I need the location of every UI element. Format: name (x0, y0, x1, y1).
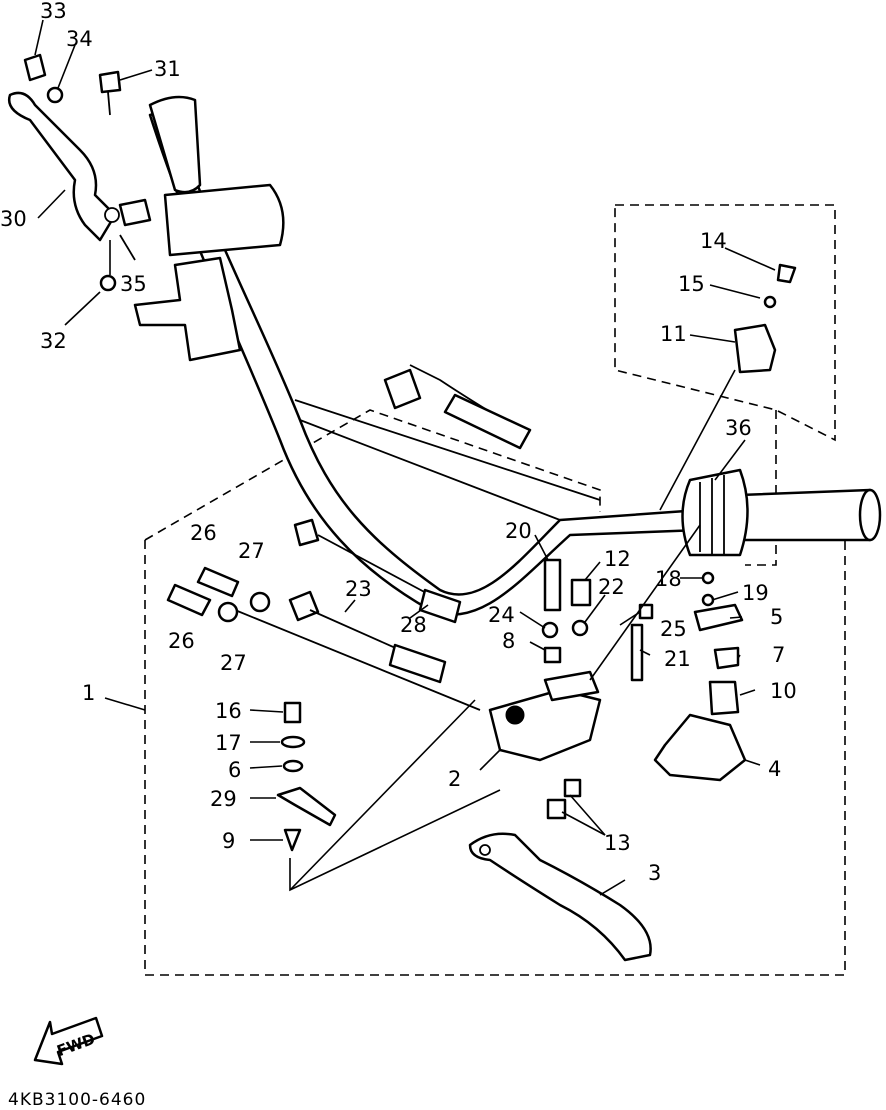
callout-24: 24 (488, 603, 515, 627)
switch-wiring (234, 518, 481, 711)
callout-18: 18 (655, 567, 682, 591)
callout-25: 25 (660, 617, 687, 641)
callout-36: 36 (725, 416, 752, 440)
callout-11: 11 (660, 322, 687, 346)
callout-27-lower: 27 (220, 651, 247, 675)
callout-9: 9 (222, 829, 235, 853)
callout-31: 31 (154, 57, 181, 81)
center-hardware (541, 558, 592, 820)
callout-8: 8 (502, 629, 515, 653)
callout-5: 5 (770, 605, 783, 629)
adjusters (166, 566, 271, 623)
callout-1: 1 (82, 681, 95, 705)
lever-holder (488, 670, 602, 762)
callout-23: 23 (345, 577, 372, 601)
master-cylinder (630, 571, 747, 782)
callout-28: 28 (400, 613, 427, 637)
callout-10: 10 (770, 679, 797, 703)
callout-7: 7 (772, 643, 785, 667)
callout-27-upper: 27 (238, 539, 265, 563)
callout-13: 13 (604, 831, 631, 855)
callout-29: 29 (210, 787, 237, 811)
callout-17: 17 (215, 731, 242, 755)
callout-32: 32 (40, 329, 67, 353)
callout-16: 16 (215, 699, 242, 723)
callout-26-upper: 26 (190, 521, 217, 545)
callout-4: 4 (768, 757, 781, 781)
callout-15: 15 (678, 272, 705, 296)
callout-35: 35 (120, 272, 147, 296)
brake-lever (468, 832, 652, 962)
callout-14: 14 (700, 229, 727, 253)
clutch-lever (7, 91, 152, 242)
callout-20: 20 (505, 519, 532, 543)
throttle-cable (383, 364, 532, 450)
right-grip (681, 468, 882, 557)
callout-21: 21 (664, 647, 691, 671)
switch-hardware (276, 699, 501, 892)
small-hardware-left (23, 53, 136, 292)
callout-2: 2 (448, 767, 461, 791)
callout-22: 22 (598, 575, 625, 599)
callout-33: 33 (40, 0, 67, 23)
callout-3: 3 (648, 861, 661, 885)
callout-30: 30 (0, 207, 27, 231)
callout-labels: 33 34 31 30 35 32 14 15 11 36 20 12 18 1… (0, 0, 797, 885)
part-code: 4KB3100-6460 (8, 1090, 146, 1110)
callout-leaders (34, 19, 776, 896)
callout-34: 34 (66, 27, 93, 51)
callout-19: 19 (742, 581, 769, 605)
callout-12: 12 (604, 547, 631, 571)
callout-26-lower: 26 (168, 629, 195, 653)
switch-housing (589, 263, 797, 681)
fwd-arrow-icon: FWD (33, 1016, 104, 1066)
callout-6: 6 (228, 758, 241, 782)
handlebar (133, 95, 702, 616)
